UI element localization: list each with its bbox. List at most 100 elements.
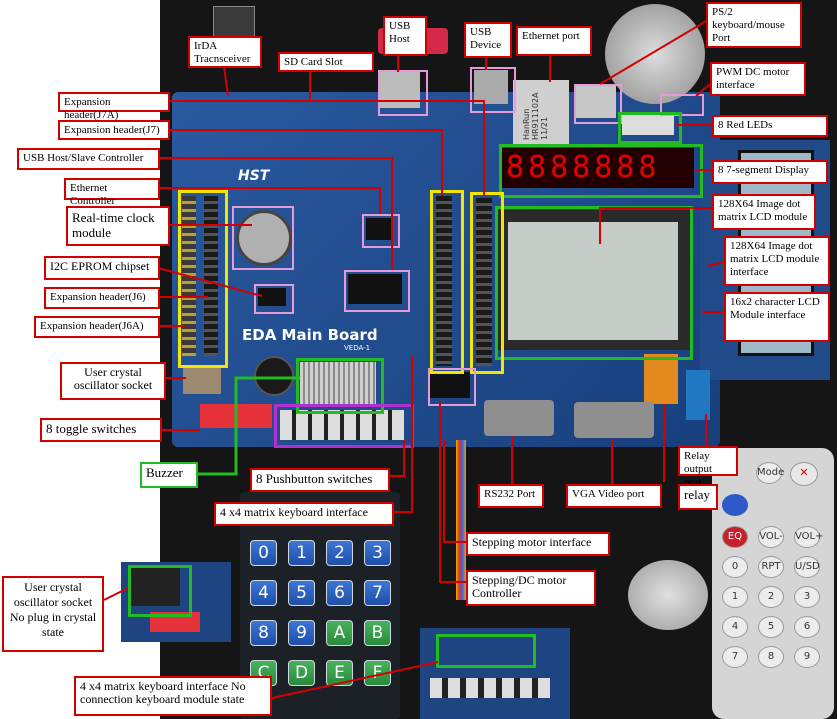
leader-pushbuttons	[390, 440, 405, 477]
vga-connector	[574, 402, 654, 438]
buzzer	[254, 356, 294, 396]
label-buzzer: Buzzer	[140, 462, 198, 488]
header-j6	[204, 196, 218, 356]
leader-i2c	[157, 267, 263, 297]
terminal-block	[686, 370, 710, 420]
label-usb-host: USB Host	[383, 16, 427, 56]
leader-usb-controller	[160, 157, 393, 270]
highlight-header-j7a	[470, 192, 504, 374]
pushbutton-row	[280, 410, 404, 440]
highlight-red-leds	[618, 112, 682, 144]
label-exp-j7a: Expansion header(J7A)	[58, 92, 170, 121]
board-logo: HST	[238, 168, 270, 184]
leader-j7	[170, 129, 443, 196]
highlight-ethernet-controller	[362, 214, 400, 248]
highlight-usb-device	[470, 67, 516, 113]
seven-segment-digits: 8888888	[506, 150, 661, 185]
remote-button-eq: EQ	[722, 526, 748, 548]
label-ps2: PS/2 keyboard/mouse Port	[706, 2, 802, 48]
label-exp-j7: Expansion header(J7)	[58, 120, 170, 140]
usb-controller-chip	[348, 274, 402, 304]
remote-button-u-sd: U/SD	[794, 556, 820, 578]
motor-wires	[456, 440, 466, 600]
keypad-key-9: 9	[288, 620, 315, 646]
label-usb-device: USB Device	[464, 22, 512, 58]
leader-pwm	[695, 83, 711, 97]
label-i2c: I2C EPROM chipset	[44, 256, 160, 280]
remote-button-7: 7	[722, 646, 748, 668]
leader-j7a	[170, 100, 485, 196]
label-crystal-noplug: User crystal oscillator socket No plug i…	[2, 576, 104, 652]
highlight-lcd	[495, 206, 693, 360]
leader-lcd	[599, 207, 712, 244]
keypad-key-2: 2	[326, 540, 353, 566]
label-lcd-interface: 128X64 Image dot matrix LCD module inter…	[724, 236, 830, 286]
highlight-pwm	[660, 94, 704, 116]
label-red-leds: 8 Red LEDs	[712, 115, 828, 137]
remote-button-vol-: VOL+	[794, 526, 824, 548]
crystal-socket	[183, 366, 221, 394]
highlight-usb-host	[378, 70, 428, 116]
highlight-ps2	[574, 84, 622, 124]
remote-button-9: 9	[794, 646, 820, 668]
red-led-bank	[622, 115, 674, 135]
board-code: VEDA-1	[344, 344, 371, 352]
highlight-header-j6	[178, 190, 228, 368]
label-vga: VGA Video port	[566, 484, 662, 508]
ribbon-cable	[300, 362, 376, 406]
remote-button-vol-: VOL-	[758, 526, 784, 548]
relay-block	[644, 354, 678, 404]
keypad-key-4: 4	[250, 580, 277, 606]
leader-inset-crystal	[103, 587, 129, 601]
label-pushbuttons: 8 Pushbutton switches	[250, 468, 390, 492]
leader-stepping-controller	[439, 402, 466, 583]
inset-crystal-socket	[130, 568, 180, 606]
ethernet-jack	[513, 80, 569, 144]
remote-play-button	[722, 494, 748, 516]
rtc-battery	[236, 210, 292, 266]
label-seven-seg: 8 7-segment Display	[712, 160, 828, 184]
label-relay: relay	[678, 484, 718, 510]
remote-button-2: 2	[758, 586, 784, 608]
highlight-buzzer-ribbon	[296, 358, 384, 414]
label-sd-card: SD Card Slot	[278, 52, 374, 72]
leader-ps2	[599, 19, 709, 85]
label-pwm: PWM DC motor interface	[710, 62, 806, 96]
i2c-eprom-chip	[258, 288, 286, 306]
ethernet-controller-chip	[366, 218, 392, 240]
label-ethernet-port: Ethernet port	[516, 26, 592, 56]
label-keyboard-interface: 4 x4 matrix keyboard interface	[214, 502, 394, 526]
leader-ethernet-controller	[160, 187, 381, 214]
label-usb-controller: USB Host/Slave Controller	[17, 148, 160, 170]
seven-segment-panel	[502, 148, 694, 188]
highlight-i2c	[254, 284, 294, 314]
keypad-key-5: 5	[288, 580, 315, 606]
keypad-key-3: 3	[364, 540, 391, 566]
highlight-stepper	[428, 368, 476, 406]
leader-keyboard	[394, 356, 413, 513]
highlight-inset-keyboard	[436, 634, 536, 668]
remote-button-mode: Mode	[756, 462, 784, 484]
label-exp-j6a: Expansion header(J6A)	[34, 316, 160, 338]
leader-stepping-interface	[443, 440, 466, 543]
label-char-lcd: 16x2 character LCD Module interface	[724, 292, 830, 342]
remote-button-0: 0	[722, 556, 748, 578]
remote-button-1: 1	[722, 586, 748, 608]
keypad-key-d: D	[288, 660, 315, 686]
inset-keyboard-photo	[420, 628, 570, 719]
highlight-inset-crystal	[128, 565, 192, 617]
rs232-connector	[484, 400, 554, 436]
label-stepping-interface: Stepping motor interface	[466, 532, 610, 556]
remote-mute-button: ✕	[790, 462, 818, 486]
label-toggle: 8 toggle switches	[40, 418, 162, 442]
remote-button-6: 6	[794, 616, 820, 638]
remote-button-3: 3	[794, 586, 820, 608]
leader-buzzer	[198, 376, 300, 476]
keypad-key-1: 1	[288, 540, 315, 566]
keypad-key-b: B	[364, 620, 391, 646]
inset-keyboard-buttons	[430, 678, 550, 698]
leader-inset-keyboard	[271, 661, 439, 699]
keypad-key-7: 7	[364, 580, 391, 606]
label-exp-j6: Expansion header(J6)	[44, 287, 160, 309]
